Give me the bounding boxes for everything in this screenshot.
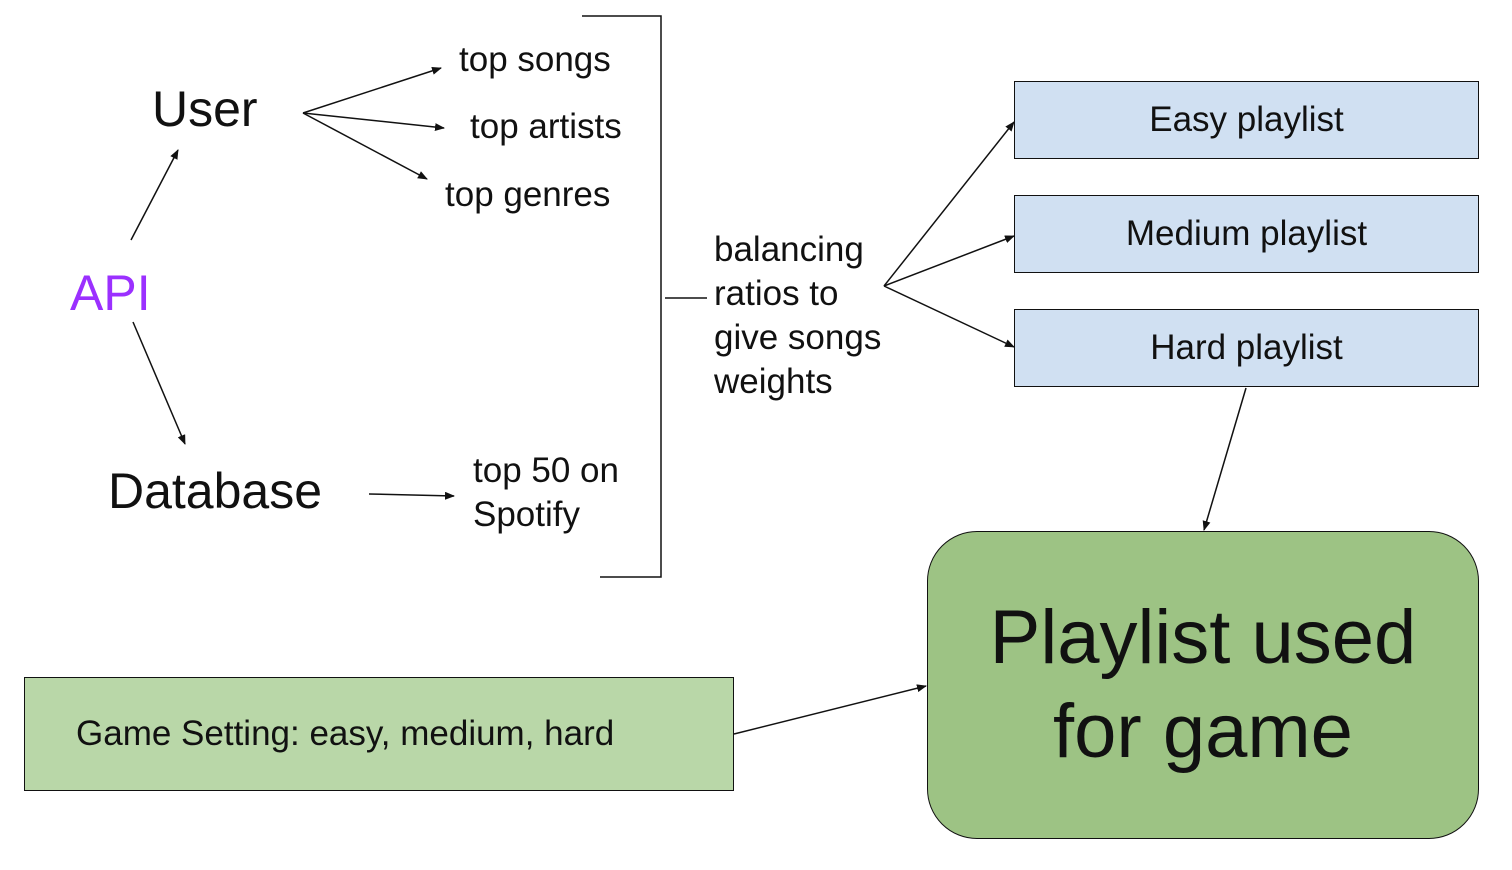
arrow-hard-to-final — [1202, 387, 1247, 531]
top-artists-label: top artists — [470, 107, 622, 146]
final-playlist-box: Playlist used for game — [927, 531, 1479, 839]
arrow-setting-to-final — [733, 684, 927, 735]
top-genres-label: top genres — [445, 175, 611, 214]
game-setting-box: Game Setting: easy, medium, hard — [24, 677, 734, 791]
arrow-api-to-database — [132, 321, 186, 445]
easy-playlist-label: Easy playlist — [1149, 100, 1344, 139]
top-50-label: top 50 on Spotify — [473, 451, 619, 534]
medium-playlist-label: Medium playlist — [1125, 214, 1368, 253]
user-node: User — [152, 81, 258, 137]
database-node: Database — [108, 463, 323, 519]
easy-playlist-box: Easy playlist — [1014, 81, 1479, 159]
medium-playlist-box: Medium playlist — [1014, 195, 1479, 273]
arrow-balancing-to-easy — [883, 121, 1015, 287]
final-playlist-label: Playlist used for game — [989, 595, 1417, 774]
arrow-user-to-top-artists — [302, 112, 445, 132]
arrow-user-to-top-songs — [302, 66, 442, 114]
arrow-user-to-top-genres — [302, 112, 428, 180]
top-songs-label: top songs — [459, 40, 611, 79]
api-node: API — [70, 265, 151, 321]
arrow-database-to-top-50 — [368, 491, 455, 500]
bracket-sources — [582, 15, 662, 578]
balancing-label: balancing ratios to give songs weights — [714, 230, 882, 401]
hard-playlist-box: Hard playlist — [1014, 309, 1479, 387]
hard-playlist-label: Hard playlist — [1150, 328, 1343, 367]
arrow-balancing-to-hard — [883, 285, 1015, 348]
arrow-balancing-to-medium — [883, 235, 1015, 287]
game-setting-label: Game Setting: easy, medium, hard — [76, 714, 615, 753]
arrow-api-to-user — [130, 149, 179, 241]
